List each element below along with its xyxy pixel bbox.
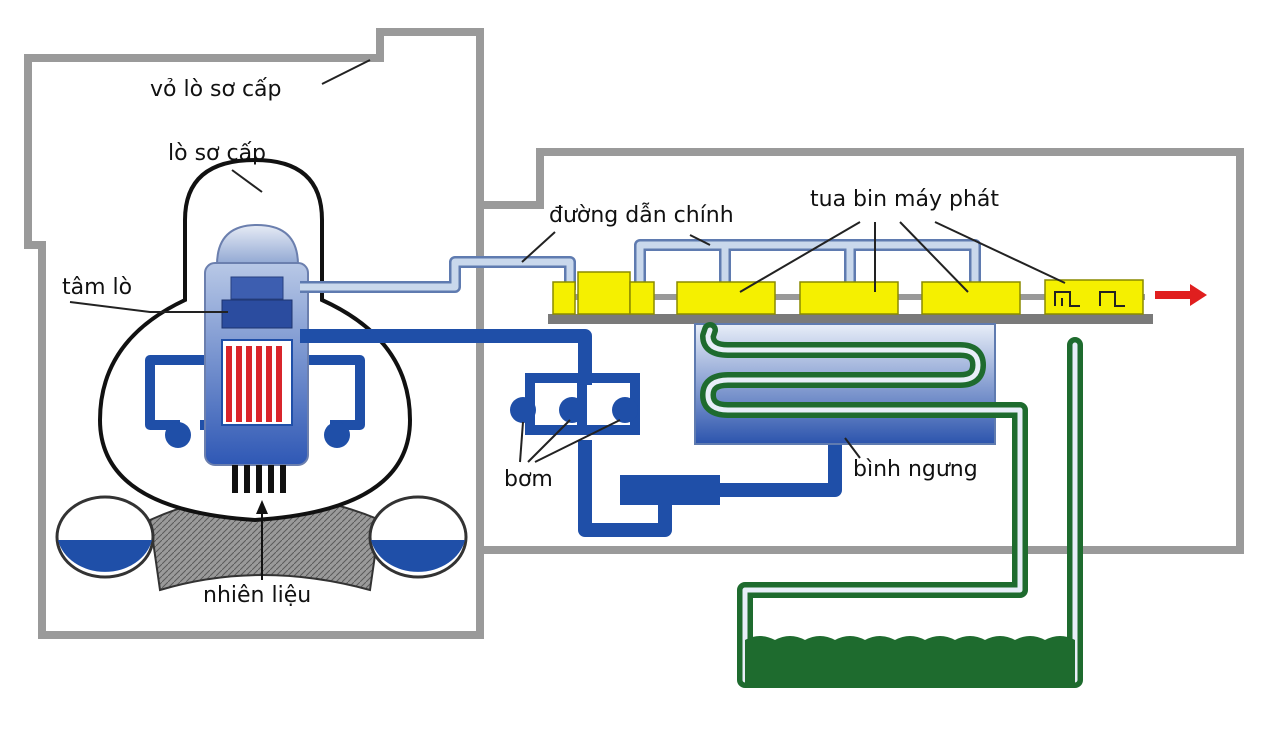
cooling-water-loop (700, 322, 1083, 688)
leader-main-line-left (521, 231, 556, 263)
label-main-line: đường dẫn chính (549, 202, 734, 228)
suppression-pool-right (368, 495, 468, 579)
power-output-arrow (1155, 284, 1207, 306)
suppression-pool-left (55, 495, 155, 579)
generator-winding-symbol (1054, 291, 1125, 307)
pump-1 (510, 397, 536, 423)
generator-output (1044, 279, 1144, 315)
pump-2 (559, 397, 585, 423)
upper-internals (221, 299, 293, 329)
turbine-lp-1 (799, 281, 899, 315)
reactor-pump-left (165, 422, 191, 448)
turbine-lp-2 (921, 281, 1021, 315)
containment-building (24, 28, 484, 639)
label-condenser: bình ngưng (853, 457, 978, 482)
label-core: tâm lò (62, 275, 132, 300)
turbine-deck (548, 314, 1153, 324)
leader-condenser (844, 437, 861, 459)
leaders-turbine-generator (739, 221, 1066, 293)
exciter (552, 281, 576, 315)
generator-coupling (629, 281, 655, 315)
feedwater-heater (620, 475, 720, 505)
generator-block (577, 271, 631, 315)
feedwater-loop (300, 329, 842, 537)
leader-core (69, 301, 228, 313)
label-primary-vessel: lò sơ cấp (168, 141, 266, 166)
turbine-hp (676, 281, 776, 315)
turbine-generator-set (552, 271, 1144, 315)
label-fuel: nhiên liệu (203, 583, 311, 608)
label-pumps: bơm (504, 467, 553, 492)
reactor-core (221, 339, 293, 426)
cooling-water-reservoir (745, 636, 1075, 688)
label-turbine-generator: tua bin máy phát (810, 187, 999, 212)
leaders-pumps (519, 419, 621, 463)
fuel-rod-stubs (232, 465, 286, 493)
pump-cluster (510, 373, 640, 435)
leader-fuel (256, 500, 268, 580)
control-rod-drive (230, 276, 284, 300)
label-containment: vỏ lò sơ cấp (150, 77, 282, 102)
fuel-rods (226, 346, 282, 422)
leader-primary-vessel (231, 169, 263, 193)
reactor-pump-right (324, 422, 350, 448)
leader-main-line-right (689, 234, 711, 246)
leader-containment (321, 59, 371, 85)
pump-3 (612, 397, 638, 423)
turbine-building (480, 148, 1244, 554)
reactor-dome (215, 223, 300, 266)
